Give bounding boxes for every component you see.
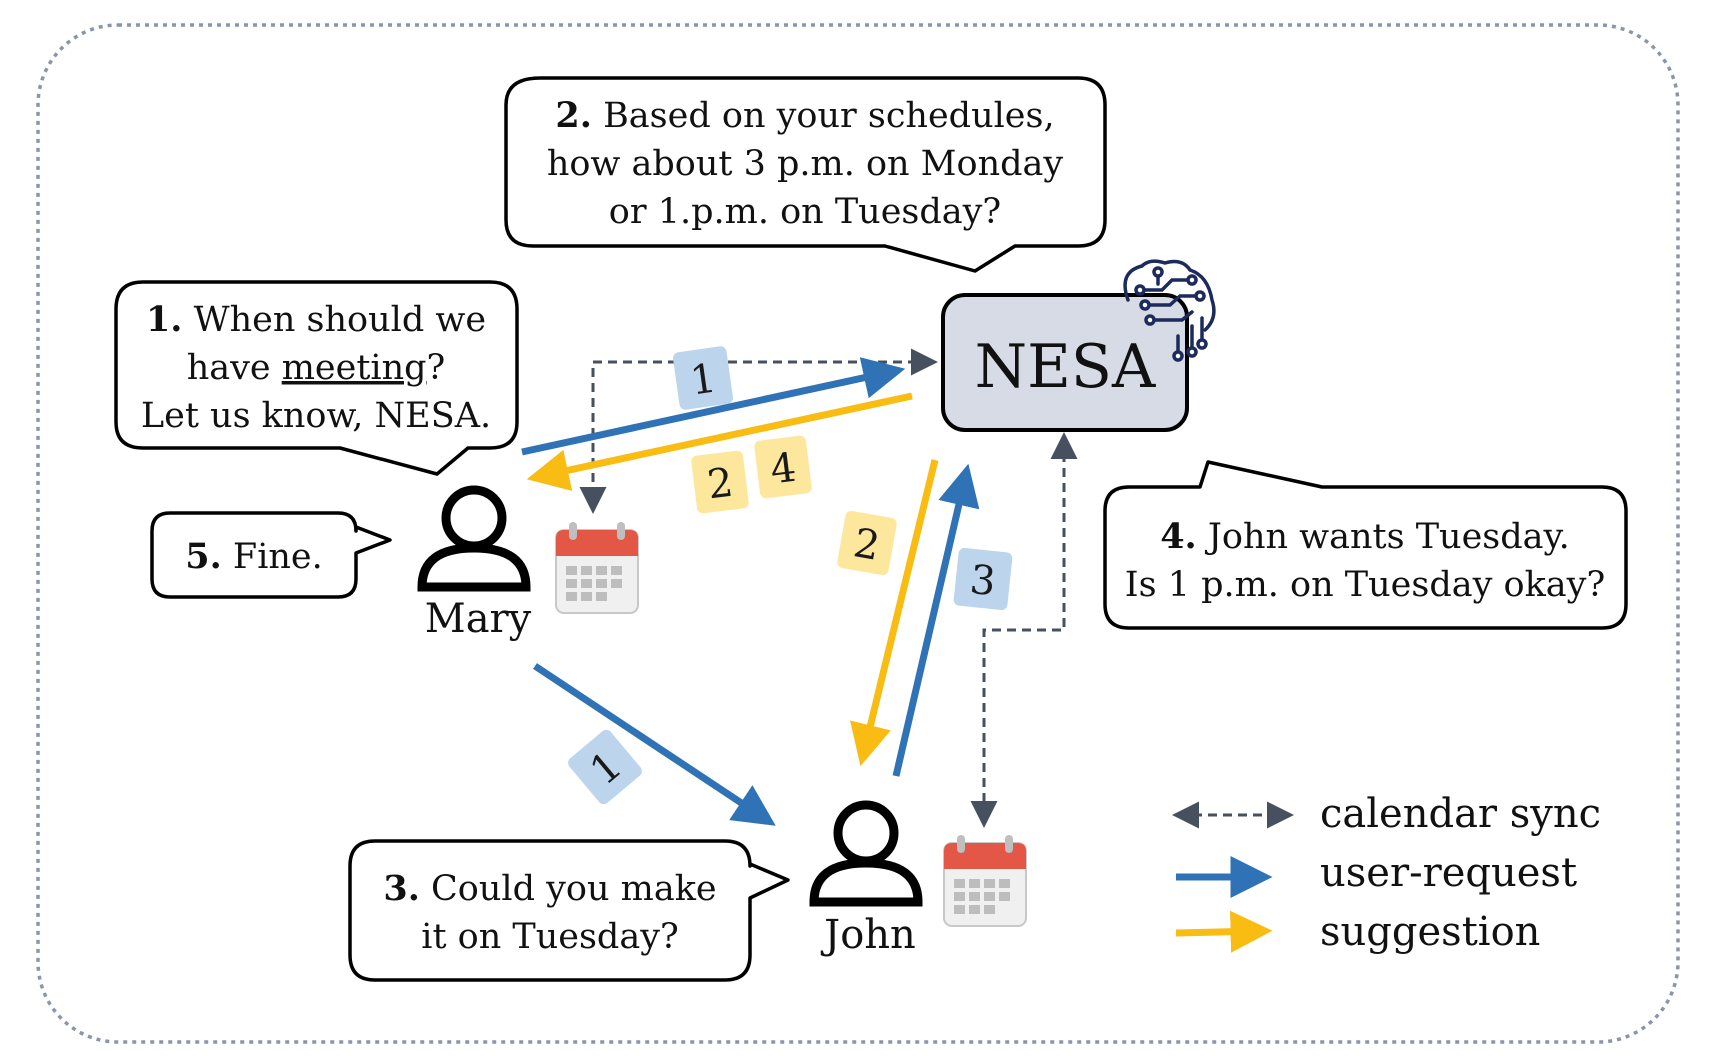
bubble-1-line-3: Let us know, NESA. <box>141 396 491 436</box>
john-calendar-icon <box>943 835 1027 927</box>
bubble-3-number: 3. <box>383 868 420 909</box>
bubble-4-line-1: John wants Tuesday. <box>1205 517 1570 557</box>
mary: Mary <box>417 485 639 642</box>
svg-text:have meeting?: have meeting? <box>187 348 446 388</box>
svg-text:4. John wants Tuesday.: 4. John wants Tuesday. <box>1160 516 1570 557</box>
legend-calendar-sync-label: calendar sync <box>1320 791 1601 837</box>
svg-text:1: 1 <box>687 355 719 404</box>
bubble-2-line-2: how about 3 p.m. on Monday <box>547 144 1064 184</box>
nesa-label: NESA <box>975 332 1156 402</box>
legend-user-request: user-request <box>1176 850 1577 898</box>
badge-step-4-nesa-mary: 4 <box>754 435 812 499</box>
legend: calendar sync user-request suggestion <box>1172 791 1601 955</box>
legend-suggestion: suggestion <box>1175 909 1540 955</box>
mary-name: Mary <box>425 596 532 642</box>
bubble-5-line-1: Fine. <box>233 537 323 577</box>
bubble-nesa-confirm: 4. John wants Tuesday. Is 1 p.m. on Tues… <box>1103 460 1628 630</box>
nesa-agent: NESA <box>941 259 1216 432</box>
bubble-4-line-2: Is 1 p.m. on Tuesday okay? <box>1125 565 1605 605</box>
bubble-1-line-2b: ? <box>427 348 446 388</box>
legend-suggestion-label: suggestion <box>1320 909 1540 955</box>
svg-text:4: 4 <box>768 445 799 494</box>
outer-frame <box>36 23 1680 1044</box>
mary-calendar-icon <box>555 522 639 614</box>
badge-step-1-mary-john: 1 <box>568 729 642 805</box>
john: John <box>809 800 1027 958</box>
bubble-nesa-suggestion: 2. Based on your schedules, how about 3 … <box>504 76 1107 273</box>
bubble-1-number: 1. <box>146 299 183 340</box>
brain-circuit-icon <box>1123 259 1216 362</box>
svg-text:3. Could you make: 3. Could you make <box>383 868 716 909</box>
nesa-box <box>941 293 1189 432</box>
arrow-nesa-to-mary-suggestion <box>526 392 913 491</box>
svg-text:2: 2 <box>705 460 736 509</box>
svg-text:5. Fine.: 5. Fine. <box>185 536 323 577</box>
bubble-3-line-2: it on Tuesday? <box>421 917 679 957</box>
mary-person-icon <box>417 485 531 592</box>
bubble-1-meeting-word: meeting <box>282 348 427 388</box>
bubble-mary-fine: 5. Fine. <box>150 511 392 599</box>
svg-text:1. When should we: 1. When should we <box>146 299 486 340</box>
badge-step-2-nesa-john: 2 <box>837 510 897 576</box>
bubble-2-number: 2. <box>555 95 592 136</box>
john-person-icon <box>809 800 923 907</box>
bubble-mary-to-john: 3. Could you make it on Tuesday? <box>348 839 790 982</box>
bubble-4-number: 4. <box>1160 516 1197 557</box>
bubble-2-line-1: Based on your schedules, <box>603 96 1055 136</box>
arrow-mary-to-nesa-request <box>521 357 906 456</box>
badge-step-1-mary-nesa: 1 <box>673 346 733 410</box>
badge-step-3-john-nesa: 3 <box>953 547 1013 611</box>
svg-text:2. Based on your schedul: 2. Based on your schedules, <box>555 95 1054 136</box>
bubble-2-line-3: or 1.p.m. on Tuesday? <box>609 192 1001 232</box>
badge-step-2-nesa-mary: 2 <box>691 450 749 514</box>
arrow-john-to-nesa-request <box>892 463 980 777</box>
bubble-1-line-2a: have <box>187 348 282 388</box>
calendar-sync-nesa-mary <box>579 348 938 514</box>
svg-text:3: 3 <box>968 557 998 605</box>
john-name: John <box>820 912 916 958</box>
bubble-mary-question: 1. When should we have meeting? Let us k… <box>114 280 519 476</box>
legend-user-request-label: user-request <box>1320 850 1577 896</box>
arrow-nesa-to-john-suggestion <box>850 459 939 767</box>
legend-calendar-sync: calendar sync <box>1172 791 1601 837</box>
calendar-sync-nesa-john <box>970 432 1078 828</box>
bubble-5-number: 5. <box>185 536 222 577</box>
bubble-1-line-1: When should we <box>194 300 486 340</box>
bubble-3-line-1: Could you make <box>431 869 717 909</box>
arrow-mary-to-john-request <box>533 663 776 826</box>
